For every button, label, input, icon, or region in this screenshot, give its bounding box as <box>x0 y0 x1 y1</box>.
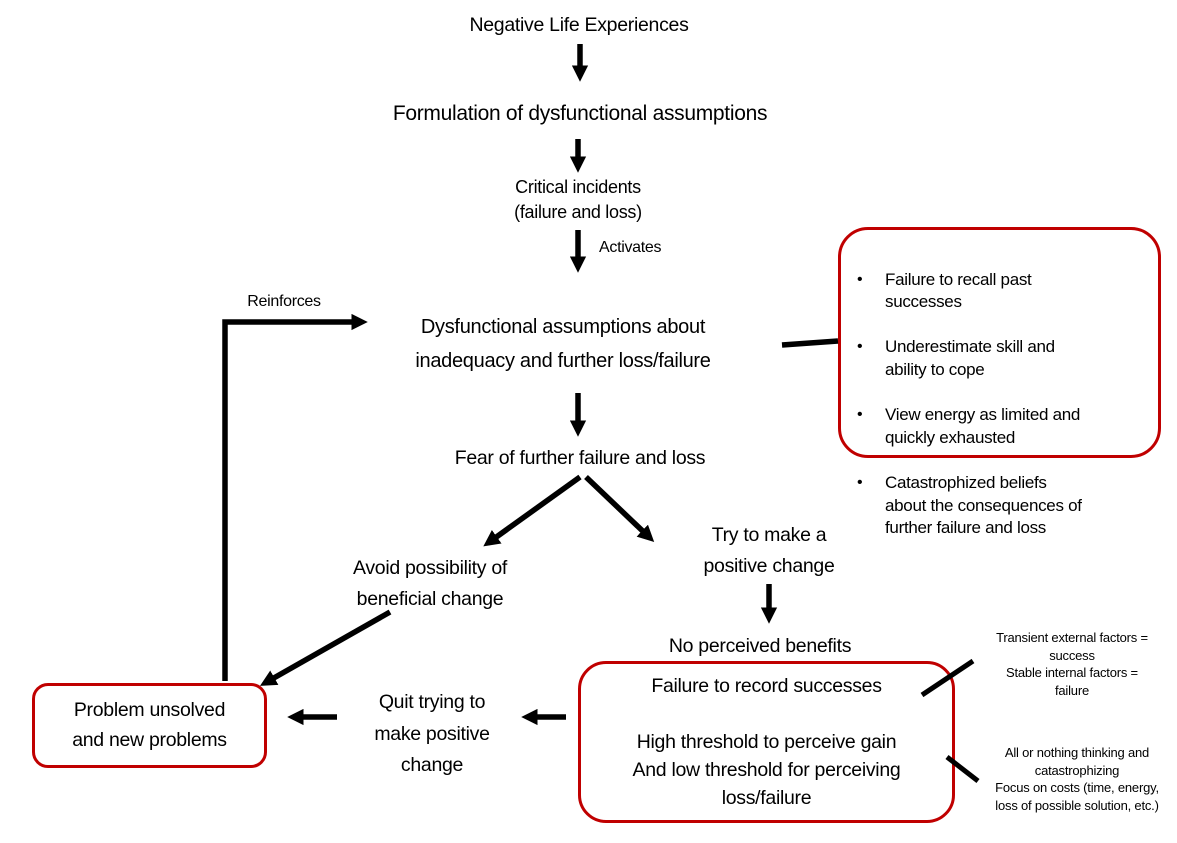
node-critical-incidents: Critical incidents (failure and loss) <box>514 177 642 222</box>
label-activates: Activates <box>599 239 662 256</box>
annotation-thinking-styles: All or nothing thinking and catastrophiz… <box>995 745 1159 813</box>
node-fear: Fear of further failure and loss <box>454 447 706 469</box>
beliefs-bullet-list: Failure to recall past successes Underes… <box>841 227 1158 562</box>
node-try-change: Try to make a positive change <box>703 524 835 577</box>
belief-bullet-item: Catastrophized beliefs about the consequ… <box>854 472 1152 540</box>
belief-bullet-item: View energy as limited and quickly exhau… <box>854 404 1152 449</box>
node-no-perceived-benefits: No perceived benefits <box>668 635 852 657</box>
belief-bullet-item: Failure to recall past successes <box>854 269 1152 314</box>
label-reinforces: Reinforces <box>247 293 321 310</box>
node-dysfunctional-assumptions: Dysfunctional assumptions about inadequa… <box>415 316 711 372</box>
node-quit-trying: Quit trying to make positive change <box>374 691 490 776</box>
record-failure-box <box>578 661 955 823</box>
problem-box-text: Problem unsolved and new problems <box>72 699 227 751</box>
node-formulation: Formulation of dysfunctional assumptions <box>392 102 768 125</box>
problem-box <box>32 683 267 768</box>
record-failure-box-text: Failure to record successes High thresho… <box>632 675 901 809</box>
belief-bullet-item: Underestimate skill and ability to cope <box>854 336 1152 381</box>
node-avoid-change: Avoid possibility of beneficial change <box>352 557 508 610</box>
node-negative-life-experiences: Negative Life Experiences <box>469 14 689 36</box>
annotation-attribution: Transient external factors = success Sta… <box>996 630 1148 698</box>
